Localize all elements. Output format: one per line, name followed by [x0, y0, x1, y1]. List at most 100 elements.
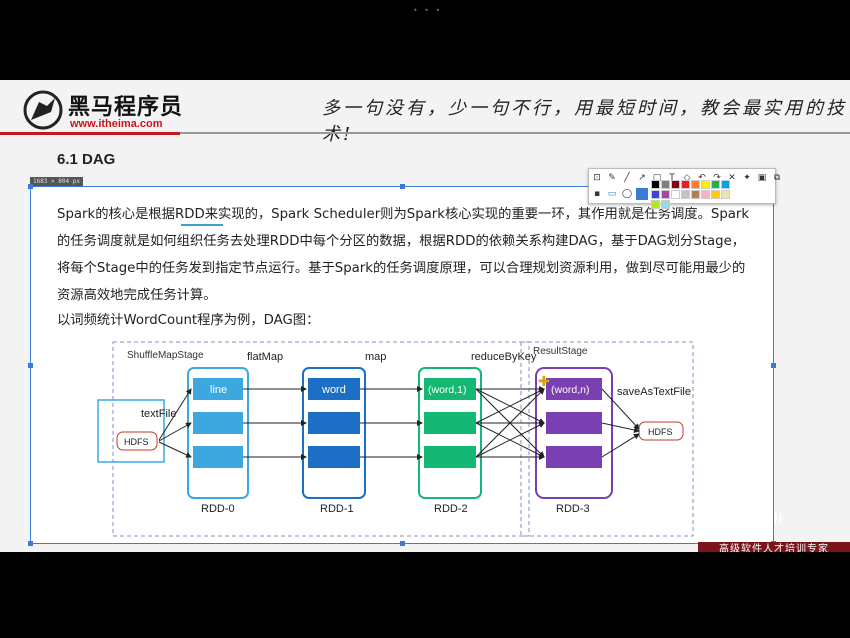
toolbar-palette: ▪ ▭ ◯ — [591, 179, 731, 209]
size-rect-icon[interactable]: ▭ — [607, 189, 617, 199]
shuffle-arrows — [475, 386, 545, 460]
crop-icon[interactable]: ⊡ — [593, 173, 601, 183]
color-swatch[interactable] — [651, 179, 660, 189]
resize-handle-bl[interactable] — [28, 541, 33, 546]
hdfs-input-label: HDFS — [124, 437, 149, 447]
color-swatch[interactable] — [661, 189, 670, 199]
save-icon[interactable]: ▣ — [757, 173, 767, 183]
resize-handle-t[interactable] — [400, 184, 405, 189]
output-arrows — [601, 388, 640, 458]
rdd1-first-label: word — [321, 384, 346, 396]
header-red-bar — [0, 132, 180, 135]
flatmap-arrows — [243, 386, 307, 460]
paragraph-line: Spark的核心是根据RDD来实现的，Spark Scheduler则为Spar… — [57, 207, 750, 222]
paragraph-line: 将每个Stage中的任务发到指定节点运行。基于Spark的任务调度原理，可以合理… — [57, 261, 746, 276]
color-swatch[interactable] — [711, 189, 720, 199]
color-swatch[interactable] — [691, 179, 700, 189]
size-ellipse-icon[interactable]: ◯ — [621, 189, 633, 199]
rdd1-partition — [308, 378, 360, 400]
close-icon[interactable]: ✕ — [728, 173, 736, 183]
brand-name: 黑马程序员 — [68, 95, 184, 120]
slogan: 多一句没有，少一句不行，用最短时间，教会最实用的技术! — [322, 98, 847, 145]
screenshot-toolbar: ⊡ ✎ ╱ ↗ ▢ T ◇ ↶ ↷ ✕ ✦ ▣ ⧉ ▪ ▭ ◯ — [588, 168, 780, 209]
rdd1-label: RDD-1 — [320, 503, 354, 515]
color-swatch[interactable] — [651, 189, 660, 199]
rdd2-partition — [424, 412, 476, 434]
hdfs-output-label: HDFS — [648, 427, 673, 437]
textfile-label: textFile — [141, 408, 176, 420]
intro-paragraph: Spark的核心是根据RDD来实现的，Spark Scheduler则为Spar… — [57, 201, 777, 309]
toolbar-tools: ⊡ ✎ ╱ ↗ ▢ T ◇ ↶ ↷ ✕ ✦ ▣ ⧉ — [591, 171, 783, 185]
undo-icon[interactable]: ↶ — [698, 173, 706, 183]
bottom-banner: 高级软件人才培训专家 — [698, 542, 850, 552]
capture-size-label: 1683 × 804 px — [30, 177, 83, 186]
color-swatch[interactable] — [701, 189, 710, 199]
rdd1-partition — [308, 412, 360, 434]
pen-icon[interactable]: ✎ — [608, 173, 616, 183]
rdd0-partition — [193, 446, 243, 468]
resize-handle-r[interactable] — [771, 363, 776, 368]
rdd1-container — [302, 367, 366, 499]
rdd1-partition — [308, 446, 360, 468]
color-swatch[interactable] — [691, 189, 700, 199]
paragraph-line: 资源高效地完成任务计算。 — [57, 288, 217, 303]
resize-handle-tl[interactable] — [28, 184, 33, 189]
pin-icon[interactable]: ✦ — [743, 173, 751, 183]
color-swatches — [651, 179, 731, 209]
color-swatch[interactable] — [711, 179, 720, 189]
result-stage-label: ResultStage — [533, 346, 588, 357]
rdd0-label: RDD-0 — [201, 503, 235, 515]
rdd3-container — [535, 367, 613, 499]
resize-handle-b[interactable] — [400, 541, 405, 546]
top-indicator: • • • — [413, 6, 443, 15]
rdd2-partition — [424, 446, 476, 468]
color-swatch[interactable] — [701, 179, 710, 189]
rdd0-partition — [193, 412, 243, 434]
rdd2-container — [418, 367, 482, 499]
eraser-icon[interactable]: ◇ — [683, 173, 691, 183]
line-icon[interactable]: ╱ — [624, 173, 630, 183]
brand-url: www.itheima.com — [70, 118, 163, 130]
color-swatch[interactable] — [681, 189, 690, 199]
color-swatch[interactable] — [721, 189, 730, 199]
rdd0-container — [187, 367, 249, 499]
rdd0-first-label: line — [210, 384, 227, 396]
arrow-icon[interactable]: ↗ — [638, 173, 646, 183]
shuffle-stage-label: ShuffleMapStage — [127, 350, 204, 361]
rdd3-partition — [546, 446, 602, 468]
color-swatch[interactable] — [681, 179, 690, 189]
horse-logo-icon — [23, 90, 63, 130]
color-swatch[interactable] — [661, 199, 670, 209]
slide: 黑马程序员 www.itheima.com 多一句没有，少一句不行，用最短时间，… — [0, 80, 850, 552]
rdd2-partition — [424, 378, 476, 400]
saveastextfile-label: saveAsTextFile — [617, 386, 691, 398]
size-small-icon[interactable]: ▪ — [593, 189, 601, 199]
color-swatch[interactable] — [651, 199, 660, 209]
screenshot-selection[interactable]: Spark的核心是根据RDD来实现的，Spark Scheduler则为Spar… — [28, 184, 777, 546]
copy-icon[interactable]: ⧉ — [773, 173, 781, 183]
move-cursor-icon: ✚ — [538, 373, 550, 389]
color-swatch[interactable] — [671, 189, 680, 199]
hdfs-input-frame — [97, 399, 165, 463]
current-color-swatch[interactable] — [636, 188, 648, 200]
bilibili-watermark: bilibili — [735, 510, 784, 526]
paragraph-line: 的任务调度就是如何组织任务去处理RDD中每个分区的数据，根据RDD的依赖关系构建… — [57, 234, 746, 249]
section-title: 6.1 DAG — [57, 151, 116, 168]
map-arrows — [360, 386, 423, 460]
rdd3-first-label: (word,n) — [551, 384, 590, 396]
resize-handle-l[interactable] — [28, 363, 33, 368]
example-intro: 以词频统计WordCount程序为例，DAG图： — [57, 313, 320, 328]
rdd3-partition — [546, 412, 602, 434]
color-swatch[interactable] — [661, 179, 670, 189]
map-label: map — [365, 351, 386, 363]
color-swatch[interactable] — [671, 179, 680, 189]
text-icon[interactable]: T — [669, 173, 675, 183]
redo-icon[interactable]: ↷ — [713, 173, 721, 183]
header-divider — [180, 132, 850, 134]
result-stage-box — [520, 341, 694, 537]
text-underline-annotation — [181, 224, 223, 226]
rdd0-partition — [193, 378, 243, 400]
rect-icon[interactable]: ▢ — [652, 173, 662, 183]
input-arrows — [158, 388, 192, 458]
color-swatch[interactable] — [721, 179, 730, 189]
